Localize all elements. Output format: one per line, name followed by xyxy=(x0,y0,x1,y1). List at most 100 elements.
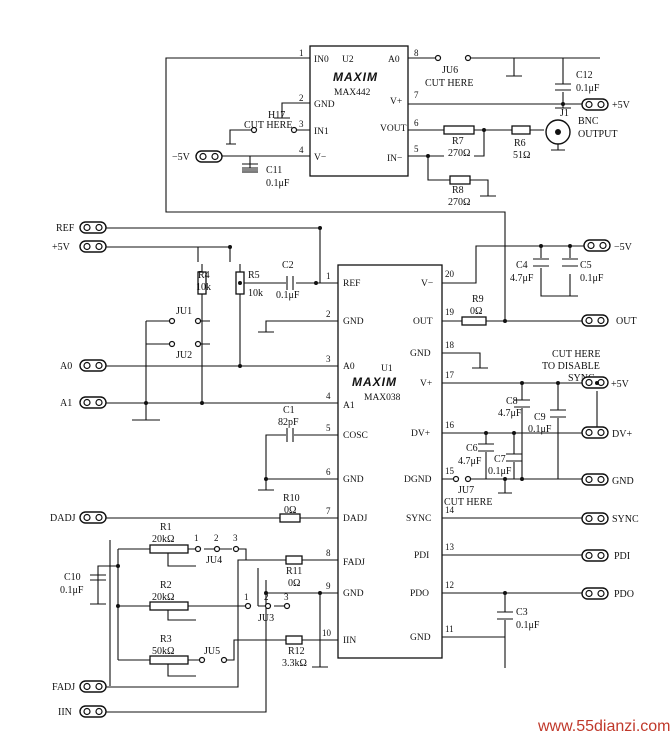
svg-text:16: 16 xyxy=(445,420,455,430)
ju3-pos: 1 xyxy=(244,592,249,602)
svg-text:FADJ: FADJ xyxy=(343,558,365,568)
svg-text:A0: A0 xyxy=(343,362,355,372)
terminal-pdo-label: PDO xyxy=(614,589,634,600)
u2-wiring xyxy=(165,57,600,246)
svg-text:1: 1 xyxy=(326,271,331,281)
r10-label: R10 xyxy=(283,493,300,504)
r4-label: R4 xyxy=(198,270,210,281)
terminal-ref-label: REF xyxy=(56,223,75,234)
terminal-pdi[interactable] xyxy=(581,549,609,562)
terminal-pdo[interactable] xyxy=(581,587,609,600)
terminal-dvp[interactable] xyxy=(581,426,609,439)
r8-value: 270Ω xyxy=(448,197,470,208)
terminal-p5v-top-label: +5V xyxy=(612,100,631,111)
c3-label: C3 xyxy=(516,607,528,618)
u2-chip xyxy=(309,45,409,177)
terminal-gnd-label: GND xyxy=(612,476,634,487)
svg-text:DGND: DGND xyxy=(404,475,432,485)
terminal-a1[interactable] xyxy=(79,396,107,409)
ju4-pos: 1 xyxy=(194,533,199,543)
terminal-ref[interactable] xyxy=(79,221,107,234)
svg-text:PDI: PDI xyxy=(414,551,429,561)
jumper-pin-icon xyxy=(464,475,472,483)
c4-label: C4 xyxy=(516,260,528,271)
r2-value: 20kΩ xyxy=(152,592,174,603)
terminal-iin[interactable] xyxy=(79,705,107,718)
capacitor-c7-icon xyxy=(506,453,522,462)
svg-text:17: 17 xyxy=(445,370,455,380)
capacitor-c6-icon xyxy=(478,443,494,452)
svg-text:20: 20 xyxy=(445,269,455,279)
svg-text:9: 9 xyxy=(326,581,331,591)
capacitor-c11-icon xyxy=(242,163,258,171)
resistor-r9-icon xyxy=(461,316,487,326)
terminal-out[interactable] xyxy=(581,314,609,327)
svg-text:GND: GND xyxy=(343,475,364,485)
capacitor-c5-icon xyxy=(562,258,578,267)
r6-label: R6 xyxy=(514,138,526,149)
u2-pin-name: VOUT xyxy=(380,124,407,134)
terminal-m5v-top[interactable] xyxy=(195,150,223,163)
u2-pin-name: GND xyxy=(314,100,335,110)
r2-label: R2 xyxy=(160,580,172,591)
ju7-cut-here: CUT HERE xyxy=(444,497,492,508)
r5-label: R5 xyxy=(248,270,260,281)
u1-ref: U1 xyxy=(381,364,393,374)
c10-label: C10 xyxy=(64,572,81,583)
r12-value: 3.3kΩ xyxy=(282,658,307,669)
resistor-r4-icon xyxy=(197,271,207,295)
svg-text:REF: REF xyxy=(343,279,360,289)
j1-value: BNC xyxy=(578,116,599,127)
u2-pin-num: 4 xyxy=(299,145,304,155)
ju3-label: JU3 xyxy=(258,613,274,624)
r9-value: 0Ω xyxy=(470,306,482,317)
terminal-a0-label: A0 xyxy=(60,361,72,372)
svg-text:19: 19 xyxy=(445,307,455,317)
terminal-m5v-right[interactable] xyxy=(583,239,611,252)
r5-value: 10k xyxy=(248,288,263,299)
svg-text:A1: A1 xyxy=(343,401,355,411)
c1-label: C1 xyxy=(283,405,295,416)
terminal-sync-label: SYNC xyxy=(612,514,639,525)
terminal-dadj[interactable] xyxy=(79,511,107,524)
u2-pin-name: V+ xyxy=(390,97,402,107)
terminal-p5v[interactable] xyxy=(79,240,107,253)
jumper-pin-icon xyxy=(452,475,460,483)
svg-text:DADJ: DADJ xyxy=(343,514,368,524)
terminal-p5v-right[interactable] xyxy=(581,376,609,389)
ju5-label: JU5 xyxy=(204,646,220,657)
terminal-p5v-top[interactable] xyxy=(581,98,609,111)
j1-label: J1 xyxy=(560,108,569,119)
r10-value: 0Ω xyxy=(284,505,296,516)
svg-text:V+: V+ xyxy=(420,379,432,389)
terminal-m5v-right-label: −5V xyxy=(614,242,633,253)
svg-text:GND: GND xyxy=(343,589,364,599)
svg-text:11: 11 xyxy=(445,624,454,634)
c8-value: 4.7μF xyxy=(498,408,522,419)
resistor-r11-icon xyxy=(285,555,303,565)
terminal-a0[interactable] xyxy=(79,359,107,372)
jumper-pin-icon xyxy=(264,602,272,610)
ju2-label: JU2 xyxy=(176,350,192,361)
terminal-fadj[interactable] xyxy=(79,680,107,693)
svg-text:3: 3 xyxy=(326,354,331,364)
jumper-pin-icon xyxy=(244,602,252,610)
u2-pin-name: IN0 xyxy=(314,55,329,65)
svg-text:7: 7 xyxy=(326,506,331,516)
capacitor-c2-icon xyxy=(286,276,294,290)
u1-left-wiring xyxy=(92,227,338,713)
junction-dots xyxy=(116,102,599,608)
u1-chip xyxy=(337,264,443,659)
c5-value: 0.1μF xyxy=(580,273,604,284)
r9-label: R9 xyxy=(472,294,484,305)
c11-label: C11 xyxy=(266,165,282,176)
r7-label: R7 xyxy=(452,136,464,147)
u2-pin-num: 6 xyxy=(414,118,419,128)
terminal-sync[interactable] xyxy=(581,512,609,525)
terminal-gnd[interactable] xyxy=(581,473,609,486)
svg-text:PDO: PDO xyxy=(410,589,429,599)
c3-value: 0.1μF xyxy=(516,620,540,631)
jumper-pin-icon xyxy=(250,126,258,134)
